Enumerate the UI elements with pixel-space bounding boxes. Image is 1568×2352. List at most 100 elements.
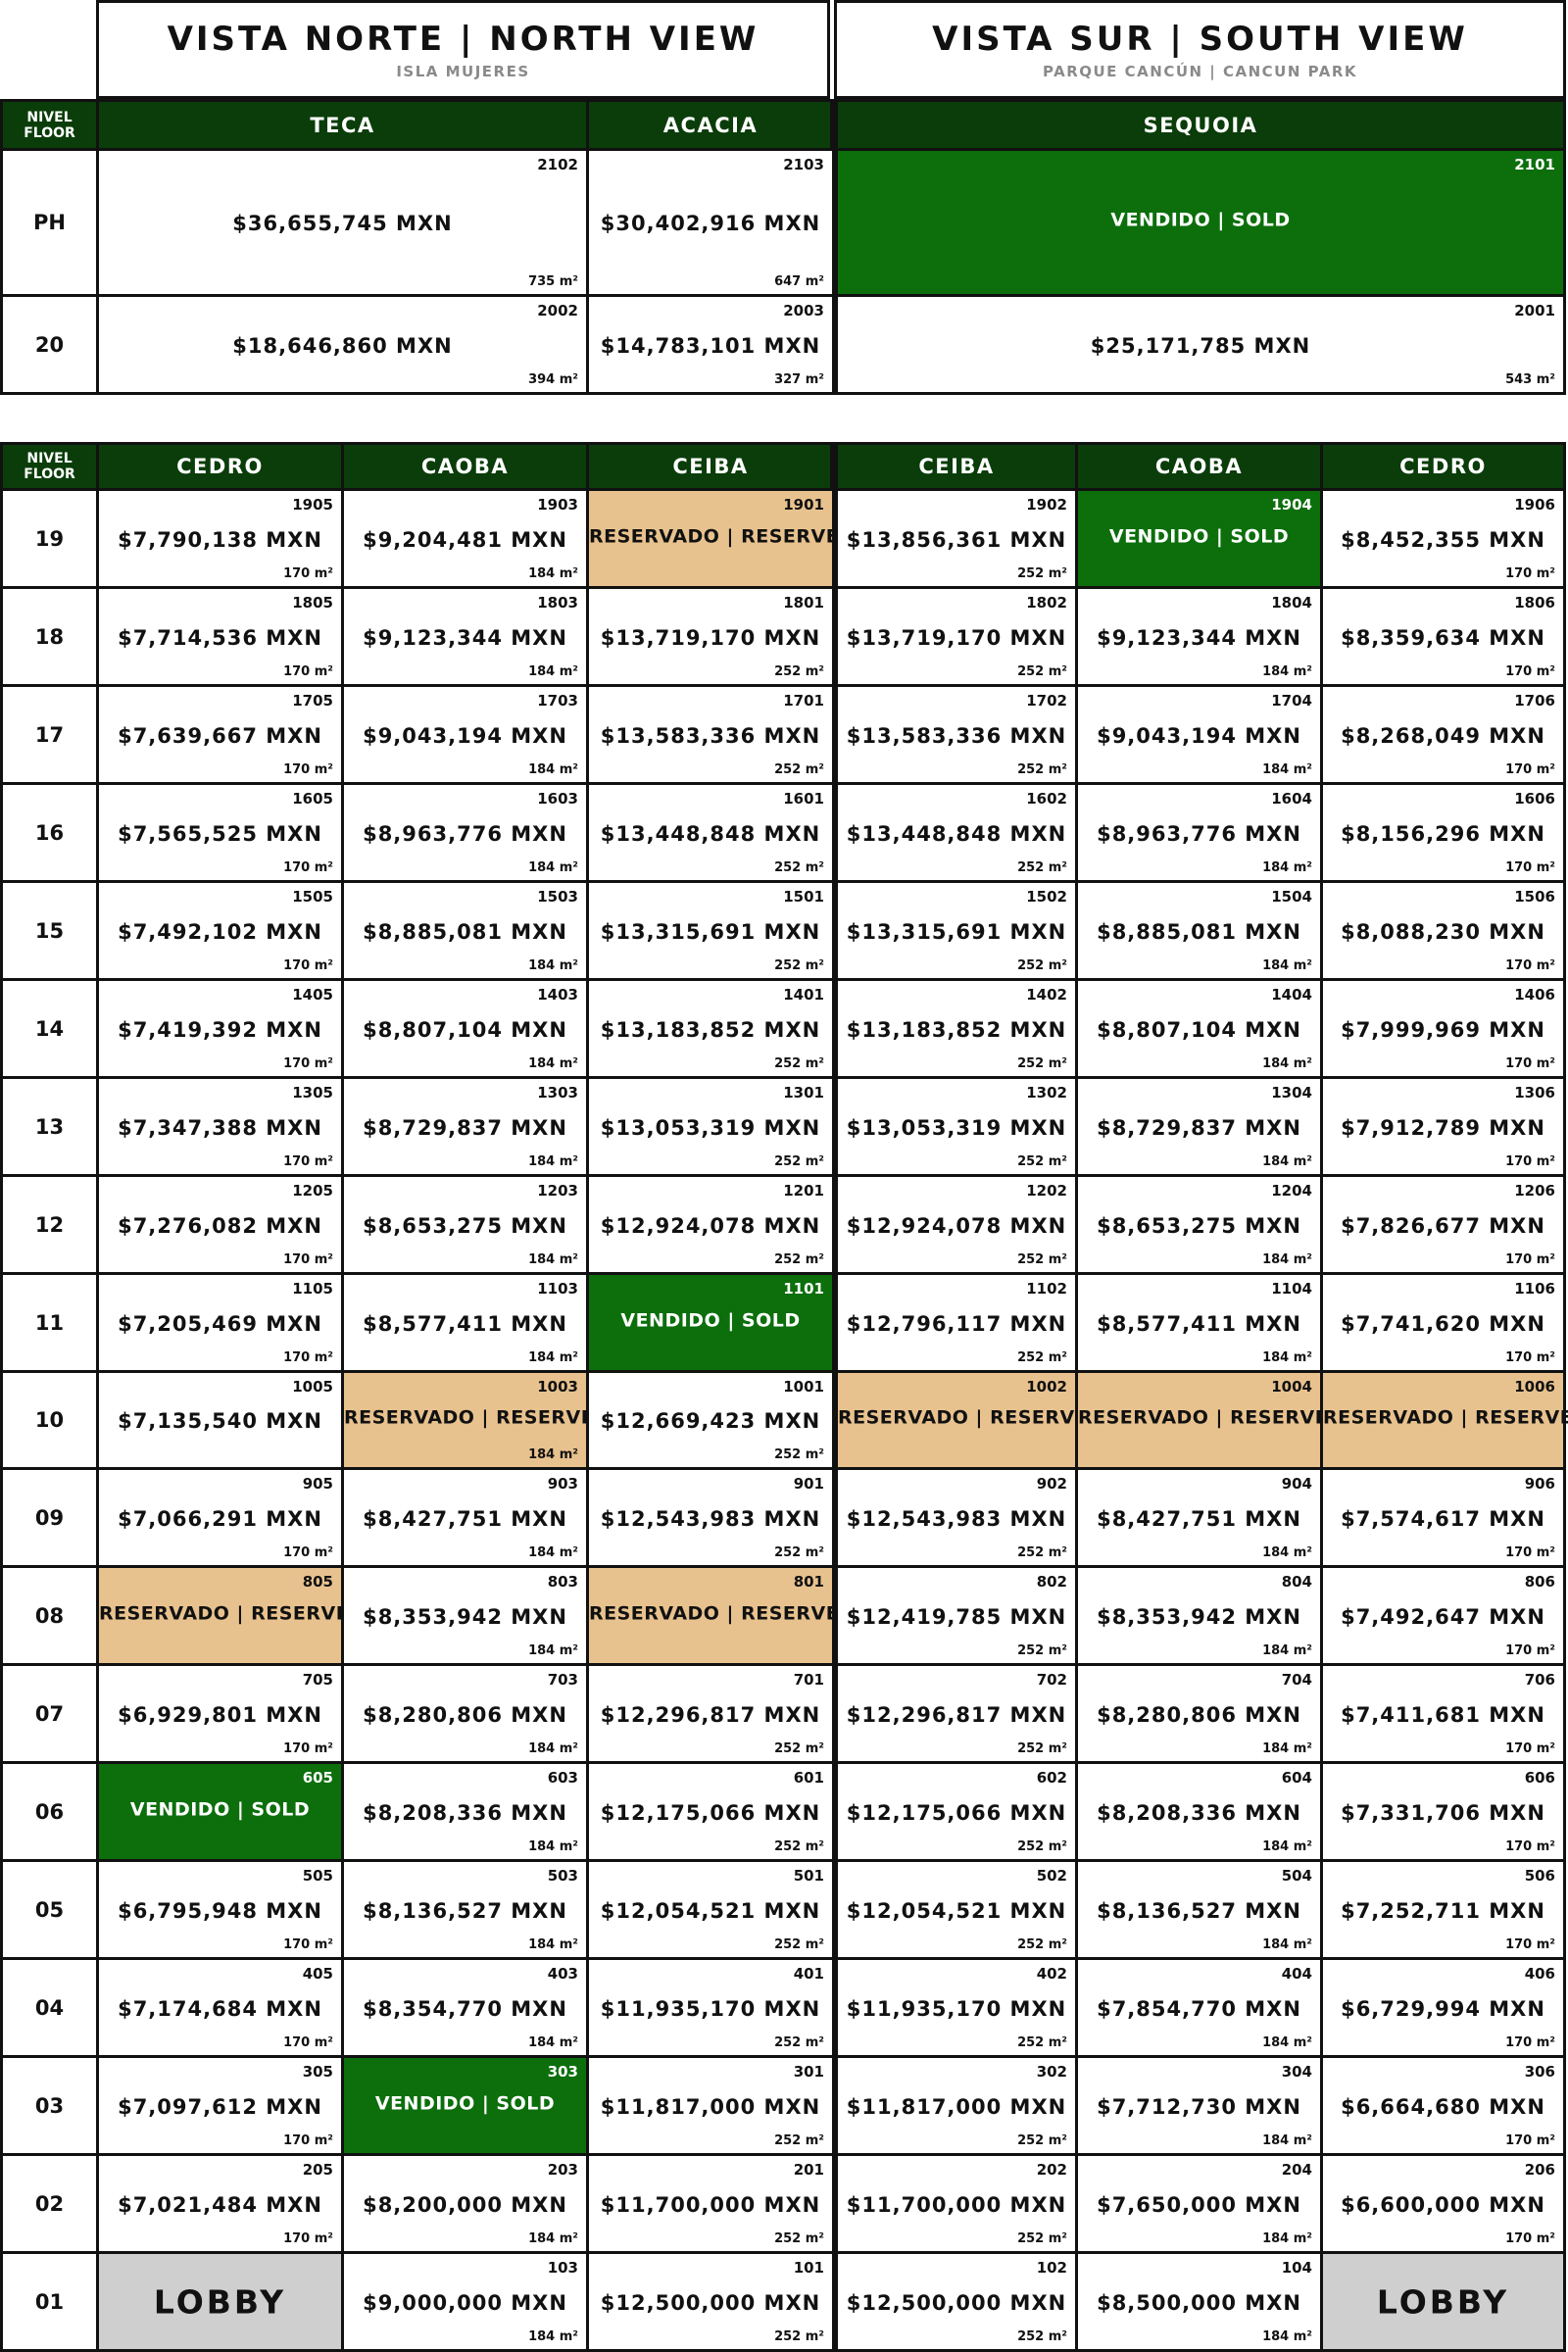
unit-cell[interactable]: 1005$7,135,540 MXN <box>99 1373 341 1467</box>
